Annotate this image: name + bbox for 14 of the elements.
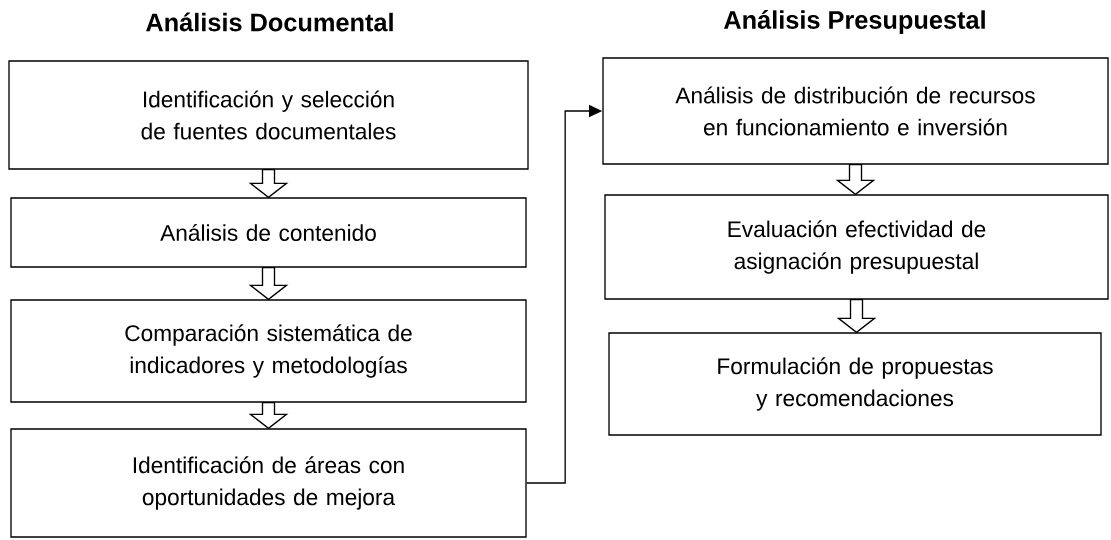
process-box: Evaluación efectividad de asignación presupuestal: [604, 194, 1109, 300]
block-arrow: [836, 299, 877, 334]
block-arrow: [248, 169, 289, 199]
block-arrow: [248, 267, 289, 301]
column-heading: Análisis Presupuestal: [724, 10, 985, 34]
column-heading: Análisis Documental: [146, 12, 393, 32]
process-box: Comparación sistemática de indicadores y metodologías: [10, 299, 527, 403]
process-box: Identificación de áreas con oportunidades de mejora: [10, 428, 527, 538]
block-arrow: [835, 164, 876, 196]
process-box: Análisis de contenido: [10, 197, 527, 268]
process-box: Identificación y selección de fuentes documentales: [8, 60, 529, 170]
block-arrow: [248, 402, 289, 430]
process-box: Formulación de propuestas y recomendaciones: [608, 332, 1102, 436]
process-box: Análisis de distribución de recursos en funcionamiento e inversión: [602, 57, 1109, 165]
